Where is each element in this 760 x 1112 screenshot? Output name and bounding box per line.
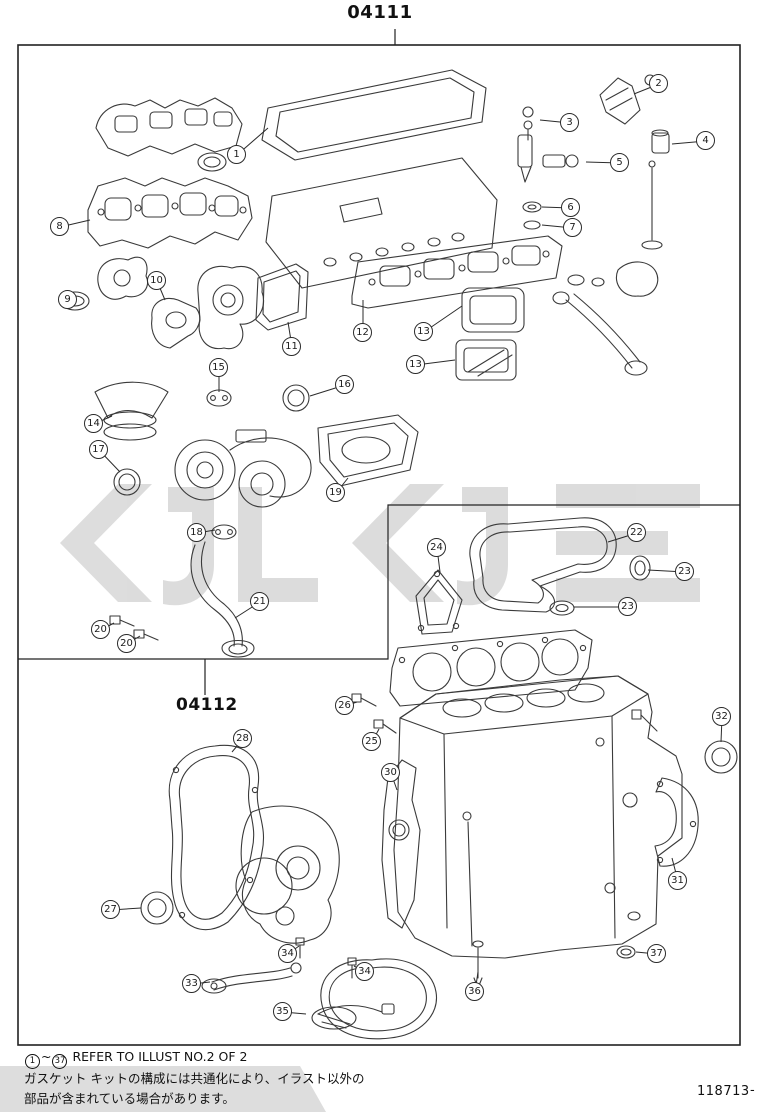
range-start-circled-number: 1 — [25, 1053, 40, 1069]
callout-badge-5: 5 — [610, 153, 629, 172]
callout-badge-11: 11 — [282, 337, 301, 356]
callout-badge-1: 1 — [227, 145, 246, 164]
diagram-frame — [17, 44, 741, 1046]
callout-badge-28: 28 — [233, 729, 252, 748]
callout-badge-20: 20 — [117, 634, 136, 653]
range-end-circled-number: 37 — [52, 1053, 68, 1069]
callout-badge-34: 34 — [355, 962, 374, 981]
parts-art — [60, 69, 738, 1040]
callout-badge-14: 14 — [84, 414, 103, 433]
callout-badge-15: 15 — [209, 358, 228, 377]
callout-badge-20: 20 — [91, 620, 110, 639]
callout-badge-12: 12 — [353, 323, 372, 342]
callout-badge-3: 3 — [560, 113, 579, 132]
callout-badge-27: 27 — [101, 900, 120, 919]
callout-badge-35: 35 — [273, 1002, 292, 1021]
callout-badge-17: 17 — [89, 440, 108, 459]
callout-badge-6: 6 — [561, 198, 580, 217]
callout-badge-37: 37 — [647, 944, 666, 963]
callout-badge-26: 26 — [335, 696, 354, 715]
footnote-block: 1~37 REFER TO ILLUST NO.2 OF 2 ガスケット キット… — [24, 1047, 364, 1108]
callout-badge-34: 34 — [278, 944, 297, 963]
callout-badge-25: 25 — [362, 732, 381, 751]
range-separator: ~ — [41, 1049, 52, 1064]
callout-badge-19: 19 — [326, 483, 345, 502]
callout-badge-23: 23 — [675, 562, 694, 581]
callout-badge-36: 36 — [465, 982, 484, 1001]
callout-badge-31: 31 — [668, 871, 687, 890]
callout-badge-13: 13 — [414, 322, 433, 341]
callout-badge-10: 10 — [147, 271, 166, 290]
footnote-japanese-line-1: ガスケット キットの構成には共通化により、イラスト以外の — [24, 1070, 365, 1086]
callout-badge-22: 22 — [627, 523, 646, 542]
footnote-reference: 1~37 REFER TO ILLUST NO.2 OF 2 — [24, 1047, 364, 1069]
callout-badge-16: 16 — [335, 375, 354, 394]
callout-badge-2: 2 — [649, 74, 668, 93]
callout-badge-33: 33 — [182, 974, 201, 993]
callout-badge-7: 7 — [563, 218, 582, 237]
watermark-logo — [0, 484, 700, 1112]
callout-badge-32: 32 — [712, 707, 731, 726]
doc-number: 118713 — [697, 1084, 750, 1099]
callout-badge-8: 8 — [50, 217, 69, 236]
kit-label: 04112 — [176, 695, 238, 715]
callout-badge-24: 24 — [427, 538, 446, 557]
frame-dividers — [18, 29, 740, 695]
callout-badge-4: 4 — [696, 131, 715, 150]
footnote-japanese-line-2: 部品が含まれている場合があります。 — [24, 1090, 235, 1106]
callout-badge-30: 30 — [381, 763, 400, 782]
edge-mark: - — [750, 1083, 755, 1098]
footnote-reference-text: REFER TO ILLUST NO.2 OF 2 — [72, 1049, 248, 1064]
page-title: 04111 — [347, 2, 413, 23]
callout-badge-23: 23 — [618, 597, 637, 616]
callout-badge-9: 9 — [58, 290, 77, 309]
leader-lines — [59, 83, 723, 1015]
callout-badge-18: 18 — [187, 523, 206, 542]
callout-badge-13: 13 — [406, 355, 425, 374]
callout-badge-21: 21 — [250, 592, 269, 611]
